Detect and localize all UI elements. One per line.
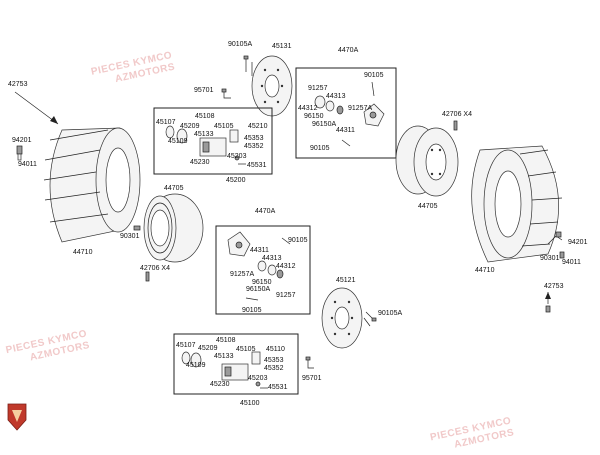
label-94201-right: 94201	[568, 239, 588, 246]
label-42753-right: 42753	[544, 283, 564, 290]
label-45109-bot: 45109	[186, 362, 206, 369]
label-44710-right: 44710	[475, 267, 495, 274]
bottom-bracket	[305, 356, 314, 369]
label-94201-left: 94201	[12, 137, 32, 144]
label-96150-mid: 96150	[252, 279, 272, 286]
label-42753-left: 42753	[8, 81, 28, 88]
label-90105-mid-a: 90105	[288, 237, 308, 244]
label-45531-bot: 45531	[268, 384, 288, 391]
label-45105-bot: 45105	[236, 346, 256, 353]
bottom-brake-disc	[321, 287, 363, 349]
top-brake-disc	[251, 55, 293, 117]
top-hub-box	[295, 67, 397, 159]
top-hub-parts	[314, 81, 385, 147]
label-90105-hub-top-b: 90105	[310, 145, 330, 152]
right-rim	[395, 125, 459, 197]
left-tire	[43, 127, 141, 243]
label-45110-bot: 45110	[266, 346, 285, 353]
label-42706-right: 42706 X4	[442, 111, 472, 118]
left-tire-arrow	[14, 91, 59, 125]
label-4470A-mid: 4470A	[255, 208, 276, 215]
label-45100: 45100	[240, 400, 260, 407]
label-90105A-bot: 90105A	[378, 310, 402, 317]
label-90105A-top: 90105A	[228, 41, 252, 48]
label-45108-bot: 45108	[216, 337, 236, 344]
bottom-caliper-box	[173, 333, 299, 395]
label-94011-left: 94011	[18, 161, 37, 168]
middle-hub-box	[215, 225, 311, 315]
label-45210-top: 45210	[248, 123, 268, 130]
label-45209-bot: 45209	[198, 345, 218, 352]
left-rim	[143, 193, 204, 263]
label-4470A-top: 4470A	[338, 47, 359, 54]
label-45230-bot: 45230	[210, 381, 230, 388]
right-tire	[471, 145, 563, 263]
label-44710-left: 44710	[73, 249, 93, 256]
label-95701-top: 95701	[194, 87, 214, 94]
label-91257A-hub-top: 91257A	[348, 105, 372, 112]
top-disc-bolts	[243, 55, 253, 76]
label-96150-hub-top: 96150	[304, 113, 324, 120]
right-valve	[547, 231, 565, 259]
label-91257-mid: 91257	[276, 292, 296, 299]
label-95701-bot: 95701	[302, 375, 322, 382]
middle-hub-parts	[227, 231, 291, 301]
top-bracket	[221, 88, 231, 99]
label-45131: 45131	[272, 43, 292, 50]
top-caliper-box	[153, 107, 273, 175]
label-42706-left: 42706 X4	[140, 265, 170, 272]
watermark-middle-left: PIECES KYMCO AZMOTORS	[5, 328, 91, 363]
watermark-bottom-right: PIECES KYMCO AZMOTORS	[429, 416, 515, 451]
label-44313-mid: 44313	[262, 255, 282, 262]
label-96150A-mid: 96150A	[246, 286, 270, 293]
label-44705-right: 44705	[418, 203, 438, 210]
label-96150A-hub-top: 96150A	[312, 121, 336, 128]
label-44312-mid: 44312	[276, 263, 296, 270]
label-45105-top: 45105	[214, 123, 234, 130]
label-45531-top: 45531	[247, 162, 267, 169]
brand-logo-icon	[7, 403, 27, 431]
top-caliper-body	[165, 125, 246, 165]
label-45200: 45200	[226, 177, 246, 184]
label-45107-bot: 45107	[176, 342, 196, 349]
label-45203-top: 45203	[227, 153, 247, 160]
right-rim-bolt	[453, 120, 458, 131]
label-45353-bot: 45353	[264, 357, 284, 364]
label-45352-bot: 45352	[264, 365, 284, 372]
label-94011-right: 94011	[562, 259, 581, 266]
right-tire-cap	[545, 305, 551, 313]
label-44313-hub-top: 44313	[326, 93, 346, 100]
label-45133-bot: 45133	[214, 353, 234, 360]
label-91257-hub-top: 91257	[308, 85, 328, 92]
label-45133-top: 45133	[194, 131, 214, 138]
label-45352-top: 45352	[244, 143, 264, 150]
left-valve	[16, 145, 23, 161]
label-45107-top: 45107	[156, 119, 176, 126]
label-45353-top: 45353	[244, 135, 264, 142]
label-45230-top: 45230	[190, 159, 210, 166]
left-rim-valve	[133, 225, 141, 231]
label-90301-right: 90301	[540, 255, 560, 262]
label-45203-bot: 45203	[248, 375, 268, 382]
bottom-disc-bolts	[363, 311, 377, 327]
label-45121: 45121	[336, 277, 356, 284]
label-45109-top: 45109	[168, 138, 188, 145]
label-90105-hub-top-a: 90105	[364, 72, 384, 79]
label-45108-top: 45108	[195, 113, 215, 120]
label-90105-mid-b: 90105	[242, 307, 262, 314]
label-90301-left: 90301	[120, 233, 140, 240]
label-44705-left: 44705	[164, 185, 184, 192]
label-44312-hub-top: 44312	[298, 105, 318, 112]
label-44311-mid: 44311	[250, 247, 269, 254]
left-rim-bolt	[145, 271, 150, 282]
label-44311-hub-top: 44311	[336, 127, 355, 134]
label-45209-top: 45209	[180, 123, 200, 130]
watermark-top: PIECES KYMCO AZMOTORS	[90, 50, 176, 85]
bottom-caliper-body	[181, 351, 268, 389]
label-91257A-mid: 91257A	[230, 271, 254, 278]
